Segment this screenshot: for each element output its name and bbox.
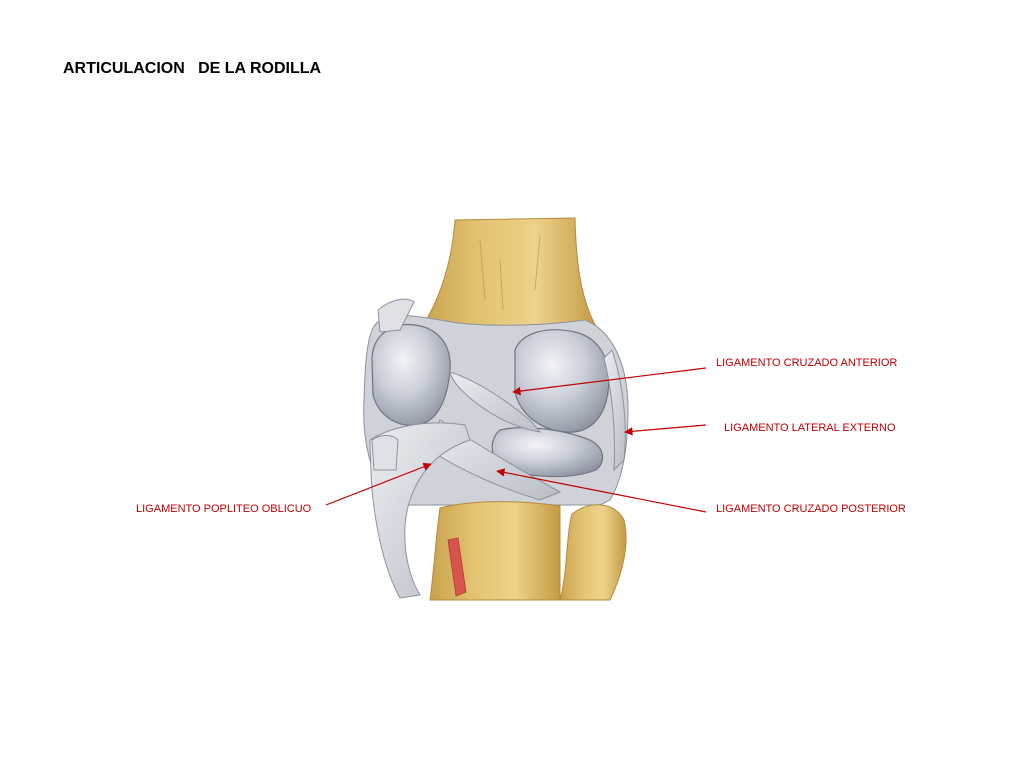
fibula [559,504,627,601]
tendon-stump-lower [371,435,399,471]
label-posterior-cruciate-ligament: LIGAMENTO CRUZADO POSTERIOR [716,503,906,515]
medial-condyle [371,323,451,426]
page-title: ARTICULACION DE LA RODILLA [63,60,322,77]
pointer-oblique-popliteal [325,462,432,506]
tendon-stump-upper [377,298,415,333]
femur-texture [479,234,541,311]
label-oblique-popliteal-ligament: LIGAMENTO POPLITEO OBLICUO [136,503,312,515]
pointer-anterior-cruciate [512,367,707,396]
pointer-lateral-collateral [624,424,707,436]
anterior-cruciate-ligament [449,371,542,433]
femur-shaft [419,217,599,331]
lateral-condyle [514,329,610,433]
label-anterior-cruciate-ligament: LIGAMENTO CRUZADO ANTERIOR [716,357,898,369]
pointer-posterior-cruciate [496,468,707,513]
muscle-strip [447,537,467,597]
label-lateral-collateral-ligament: LIGAMENTO LATERAL EXTERNO [724,422,896,434]
